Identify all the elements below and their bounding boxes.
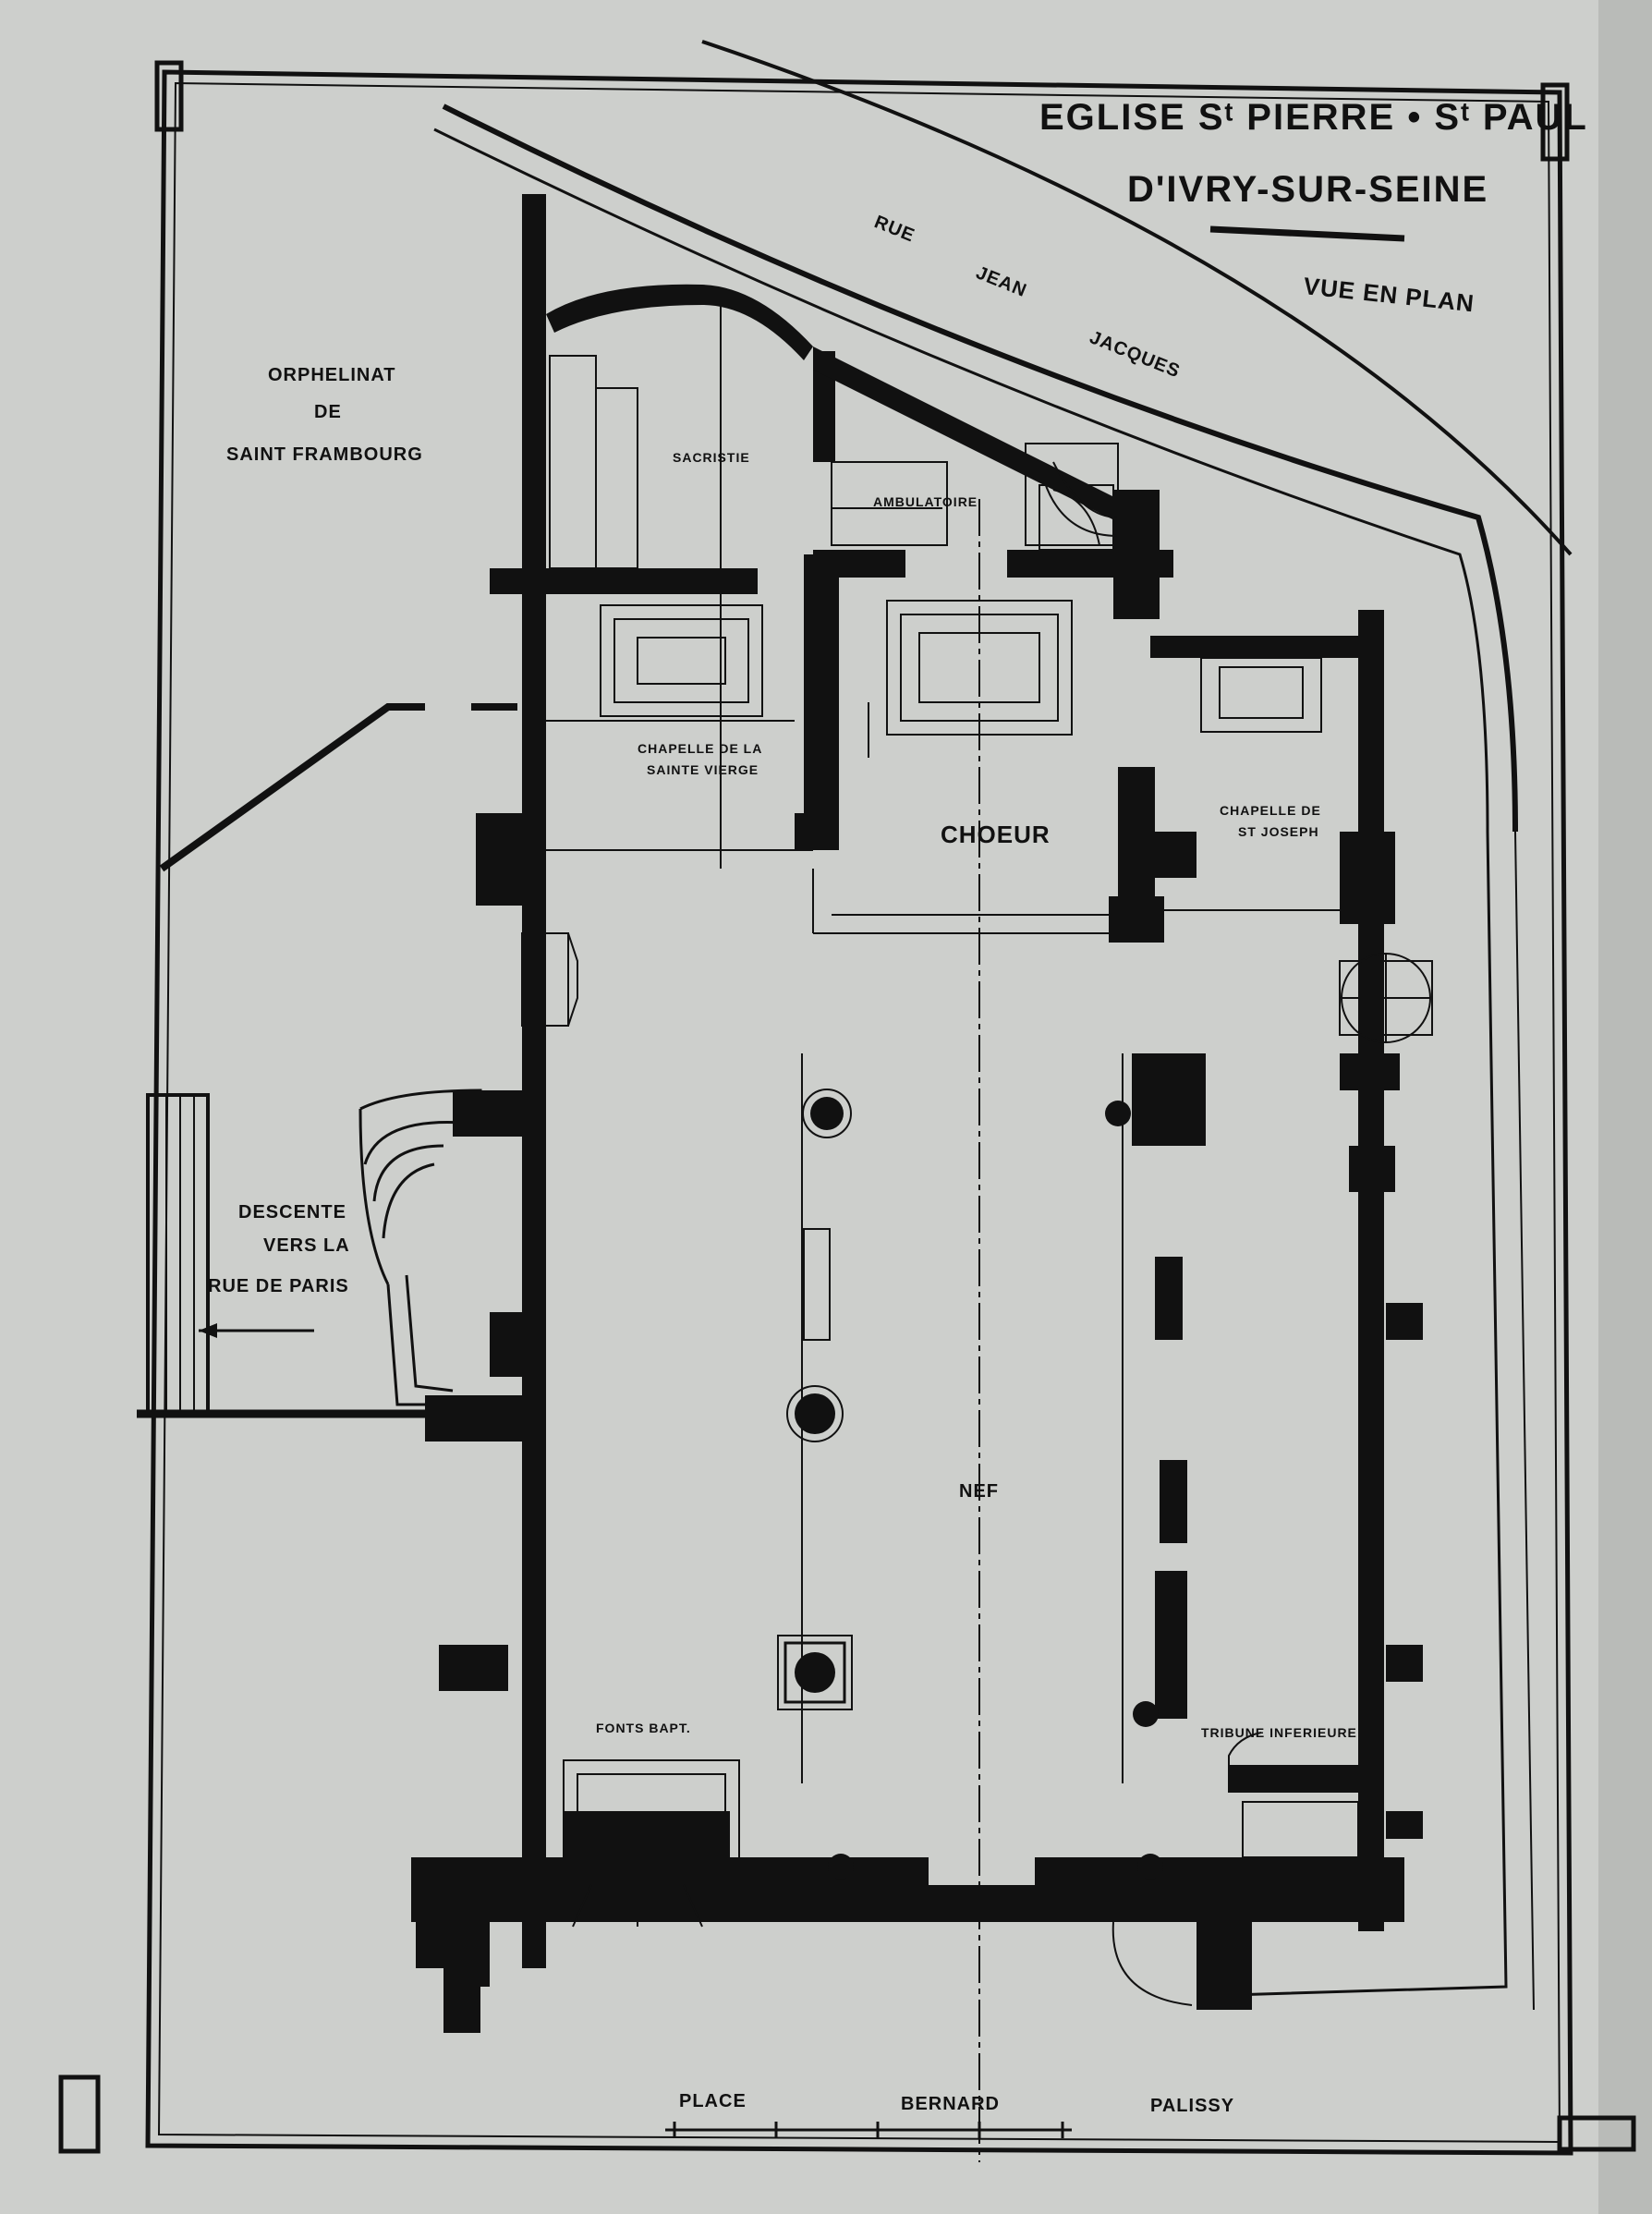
- descent-label-line-3: RUE DE PARIS: [208, 1276, 349, 1296]
- street-label-place: PLACE: [679, 2091, 747, 2111]
- street-label-bernard: BERNARD: [901, 2094, 1000, 2114]
- column-marker: [810, 1097, 844, 1130]
- orphanage-label-line-3: SAINT FRAMBOURG: [226, 444, 423, 465]
- room-label-ambulatoire: AMBULATOIRE: [873, 494, 978, 509]
- outside-labels: ORPHELINAT DE SAINT FRAMBOURG DESCENTE V…: [208, 365, 423, 1296]
- street-label-palissy: PALISSY: [1150, 2096, 1234, 2116]
- scale-bar: [665, 2122, 1072, 2138]
- orphanage-label-line-2: DE: [314, 402, 342, 422]
- room-label-chapelle-left-2: SAINTE VIERGE: [647, 762, 759, 777]
- drawing-frame: [58, 60, 1636, 2156]
- room-label-nef: NEF: [959, 1481, 999, 1502]
- column-marker: [1105, 1101, 1131, 1126]
- column-marker: [795, 1652, 835, 1693]
- page-gutter-shadow: [1598, 0, 1652, 2214]
- room-label-fonts: FONTS BAPT.: [596, 1721, 691, 1735]
- room-label-sacristie: SACRISTIE: [673, 450, 750, 465]
- west-exterior-lines: [137, 703, 517, 1418]
- descent-label-line-2: VERS LA: [263, 1235, 350, 1256]
- column-marker: [828, 1854, 854, 1879]
- room-label-choeur: CHOEUR: [941, 821, 1051, 848]
- nave-columns: [777, 1089, 1163, 1879]
- title-line-1: EGLISE Sᵗ PIERRE • Sᵗ PAUL: [1039, 97, 1588, 138]
- column-marker: [1133, 1701, 1159, 1727]
- title-underline: [1209, 225, 1405, 242]
- descent-label-line-1: DESCENTE: [238, 1202, 346, 1223]
- room-label-tribune: TRIBUNE INFERIEURE: [1201, 1725, 1357, 1740]
- column-marker: [795, 1393, 835, 1434]
- room-labels: SACRISTIE AMBULATOIRE CHAPELLE DE LA SAI…: [596, 450, 1357, 1740]
- room-label-chapelle-left-1: CHAPELLE DE LA: [638, 741, 762, 756]
- street-boundary-lines: [433, 40, 1573, 2011]
- orphanage-label-line-1: ORPHELINAT: [268, 365, 396, 385]
- column-marker: [1137, 1854, 1163, 1879]
- title-line-2: D'IVRY-SUR-SEINE: [1127, 169, 1488, 210]
- room-label-chapelle-right-1: CHAPELLE DE: [1220, 803, 1321, 818]
- room-label-chapelle-right-2: ST JOSEPH: [1238, 824, 1319, 839]
